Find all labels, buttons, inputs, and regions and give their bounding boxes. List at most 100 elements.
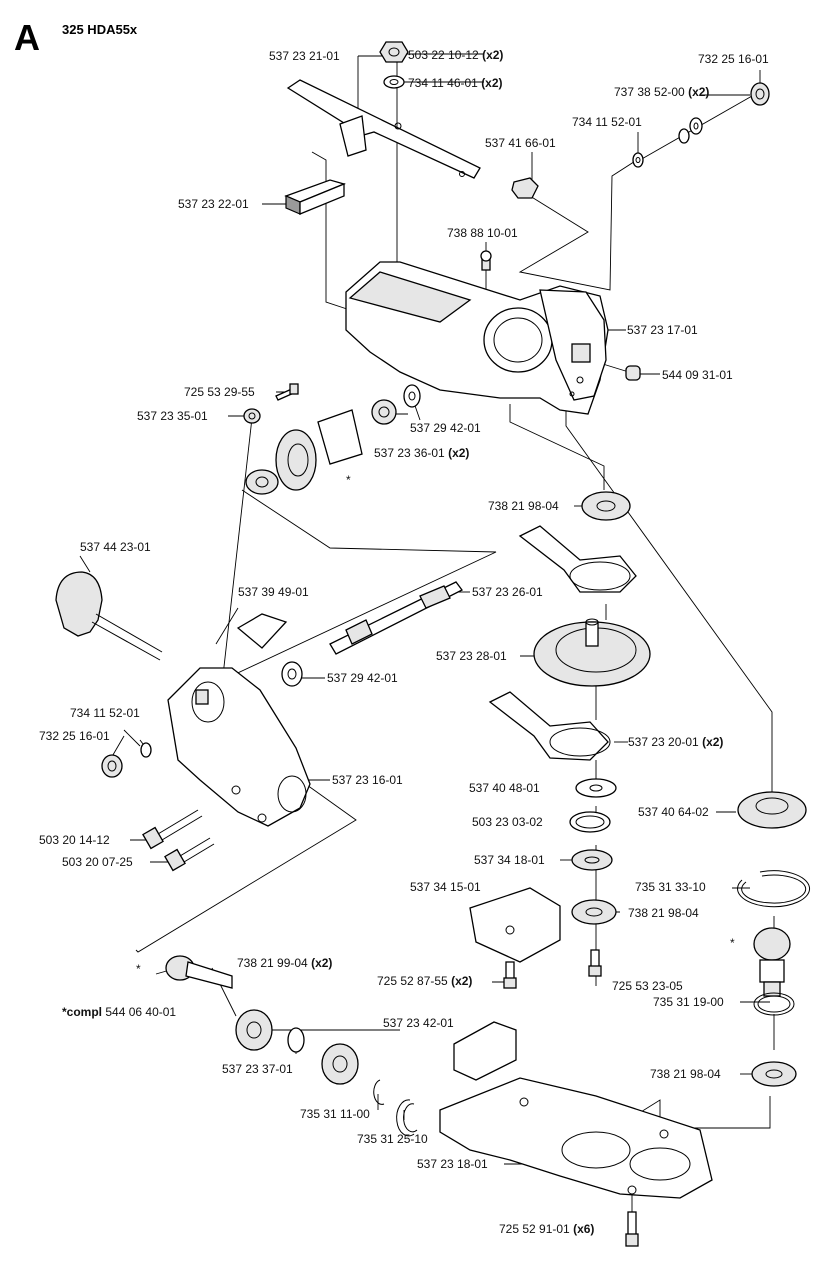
part-number: 734 11 46-01 (408, 76, 478, 90)
part-number: 544 06 40-01 (105, 1005, 177, 1019)
part-number: 725 52 87-55 (377, 974, 448, 988)
label-503-20-07-25: 503 20 07-25 (62, 855, 133, 869)
label-738-21-98-04-bottom: 738 21 98-04 (650, 1067, 721, 1081)
label-725-53-23-05: 725 53 23-05 (612, 979, 683, 993)
label-735-31-19-00: 735 31 19-00 (653, 995, 724, 1009)
label-537-23-26-01: 537 23 26-01 (472, 585, 543, 599)
label-537-23-37-01: 537 23 37-01 (222, 1062, 293, 1076)
circlip-735-31-25-10 (396, 1099, 418, 1137)
gear-housing-537-23-17-01 (345, 261, 609, 415)
label-compl-544-06-40-01: *compl 544 06 40-01 (62, 1005, 176, 1019)
label-503-22-10-12: 503 22 10-12 (x2) (408, 48, 503, 62)
label-537-41-66-01: 537 41 66-01 (485, 136, 556, 150)
quantity: (x2) (702, 735, 724, 749)
asterisk-mark-upper: * (346, 473, 351, 487)
quantity: (x2) (451, 974, 473, 988)
lever-537-23-20-01-top (518, 525, 637, 593)
washer-537-29-42-01-mid (281, 661, 303, 687)
bearing-738-21-98-04-mid (571, 899, 617, 925)
washer-734-11-52-01-top (632, 152, 644, 168)
model-title: 325 HDA55x (62, 22, 138, 37)
bracket-537-39-49-01 (236, 613, 288, 649)
pinion-gear-left (165, 955, 233, 989)
base-plate-537-23-18-01 (439, 1077, 713, 1199)
washers-737-38-52-00 (678, 117, 703, 144)
quantity: (x2) (481, 76, 503, 90)
quantity: (x6) (573, 1222, 595, 1236)
label-732-25-16-01-top: 732 25 16-01 (698, 52, 769, 66)
label-544-09-31-01: 544 09 31-01 (662, 368, 733, 382)
label-537-44-23-01: 537 44 23-01 (80, 540, 151, 554)
label-537-23-21-01: 537 23 21-01 (269, 49, 340, 63)
pad-537-23-22-01 (284, 179, 346, 215)
top-plate-537-23-21-01 (286, 79, 481, 179)
label-537-23-42-01: 537 23 42-01 (383, 1016, 454, 1030)
label-537-34-18-01: 537 34 18-01 (474, 853, 545, 867)
label-735-31-11-00: 735 31 11-00 (300, 1107, 370, 1121)
bearing-738-21-99-04-b (321, 1043, 359, 1085)
label-735-31-33-10: 735 31 33-10 (635, 880, 706, 894)
label-537-29-42-01-top: 537 29 42-01 (410, 421, 481, 435)
label-537-23-17-01: 537 23 17-01 (627, 323, 698, 337)
label-503-20-14-12: 503 20 14-12 (39, 833, 110, 847)
label-725-53-29-55: 725 53 29-55 (184, 385, 255, 399)
screw-725-53-29-55 (275, 383, 299, 401)
asterisk-mark-right: * (730, 936, 735, 950)
nut-732-25-16-01-top (750, 82, 770, 106)
label-734-11-52-01-left: 734 11 52-01 (70, 706, 140, 720)
screw-503-20-07-25 (164, 837, 215, 872)
label-725-52-91-01: 725 52 91-01 (x6) (499, 1222, 594, 1236)
section-letter: A (14, 17, 40, 58)
label-503-23-03-02: 503 23 03-02 (472, 815, 543, 829)
part-number: 725 52 91-01 (499, 1222, 570, 1236)
label-537-23-22-01: 537 23 22-01 (178, 197, 249, 211)
plug-544-09-31-01 (625, 365, 641, 381)
label-734-11-52-01-top: 734 11 52-01 (572, 115, 642, 129)
label-537-23-28-01: 537 23 28-01 (436, 649, 507, 663)
knob-537-44-23-01 (55, 571, 163, 661)
quantity: (x2) (311, 956, 333, 970)
label-537-23-35-01: 537 23 35-01 (137, 409, 208, 423)
washer-537-34-18-01 (571, 849, 613, 871)
label-738-21-99-04: 738 21 99-04 (x2) (237, 956, 332, 970)
pinion-gear-right (753, 927, 791, 997)
part-number: 537 23 20-01 (628, 735, 699, 749)
seal-537-40-64-02 (737, 791, 807, 829)
label-537-29-42-01-mid: 537 29 42-01 (327, 671, 398, 685)
part-number: 503 22 10-12 (408, 48, 479, 62)
cover-537-34-15-01 (469, 887, 561, 963)
leader-lines (79, 53, 775, 1214)
label-738-88-10-01: 738 88 10-01 (447, 226, 518, 240)
bearing-537-23-36-01-left (245, 469, 279, 495)
label-738-21-98-04-top: 738 21 98-04 (488, 499, 559, 513)
spacer-537-23-37-01 (287, 1027, 305, 1053)
asterisk-mark-left: * (136, 962, 141, 976)
bevel-gear-upper (275, 409, 363, 491)
plug-537-41-66-01 (511, 177, 539, 199)
label-735-31-25-10: 735 31 25-10 (357, 1132, 428, 1146)
bearing-738-21-98-04-top (581, 491, 631, 521)
nut-732-25-16-01-left (101, 754, 123, 778)
washer-537-29-42-01-top (403, 384, 421, 408)
label-537-23-18-01: 537 23 18-01 (417, 1157, 488, 1171)
label-537-40-64-02: 537 40 64-02 (638, 805, 709, 819)
nut-503-22-10-12 (379, 41, 409, 63)
screw-725-53-23-05 (588, 949, 602, 977)
label-537-34-15-01: 537 34 15-01 (410, 880, 481, 894)
circlip-735-31-11-00 (373, 1079, 385, 1105)
quantity: (x2) (448, 446, 470, 460)
washer-734-11-46-01 (383, 75, 405, 89)
part-number: 737 38 52-00 (614, 85, 685, 99)
label-537-40-48-01: 537 40 48-01 (469, 781, 540, 795)
gear-537-23-28-01 (533, 618, 651, 687)
label-725-52-87-55: 725 52 87-55 (x2) (377, 974, 472, 988)
nipple-738-88-10-01 (480, 250, 492, 271)
screw-725-52-87-55 (503, 961, 517, 989)
block-537-23-42-01 (453, 1021, 517, 1081)
circlip-735-31-19-00 (753, 992, 795, 1016)
label-732-25-16-01-left: 732 25 16-01 (39, 729, 110, 743)
ring-503-23-03-02 (569, 811, 611, 833)
screw-503-20-14-12 (142, 809, 203, 850)
